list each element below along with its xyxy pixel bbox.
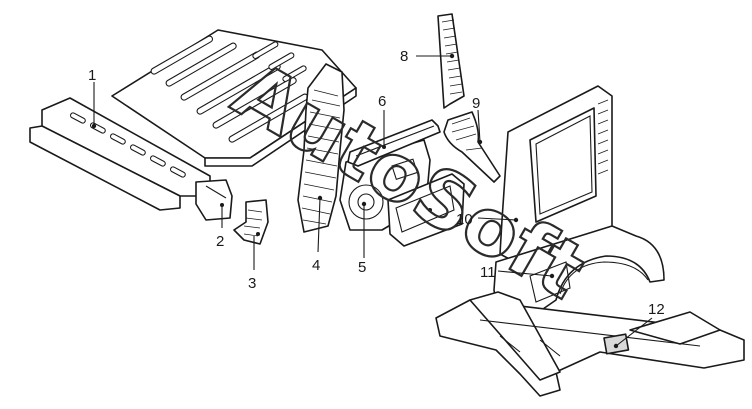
callout-1: 1 <box>88 67 96 84</box>
part-10-quarter-panel <box>499 85 613 271</box>
part-2-end-bracket <box>195 179 233 221</box>
callout-11: 11 <box>480 264 496 281</box>
callout-10: 10 <box>456 211 473 228</box>
part-11-wheel-arch <box>493 225 665 319</box>
callout-4: 4 <box>312 257 320 274</box>
part-4-pillar <box>297 63 345 233</box>
callout-9: 9 <box>472 95 480 112</box>
part-6-bracket <box>347 119 441 167</box>
callout-5: 5 <box>358 259 366 276</box>
part-8-trim-strip <box>437 13 465 109</box>
callout-labels: 1 2 3 4 5 6 8 9 10 11 12 <box>88 48 665 318</box>
callout-3: 3 <box>248 275 256 292</box>
floor-panel <box>111 29 357 167</box>
leader-lines <box>91 53 653 349</box>
part-9-curved-bracket <box>443 111 501 183</box>
chassis-frame <box>435 291 745 397</box>
part-1-rocker-sill <box>29 97 211 211</box>
callout-12: 12 <box>648 301 665 318</box>
small-box-part <box>387 173 465 247</box>
callout-6: 6 <box>378 93 386 110</box>
part-3-gusset <box>233 199 269 245</box>
callout-8: 8 <box>400 48 408 65</box>
callout-2: 2 <box>216 233 224 250</box>
